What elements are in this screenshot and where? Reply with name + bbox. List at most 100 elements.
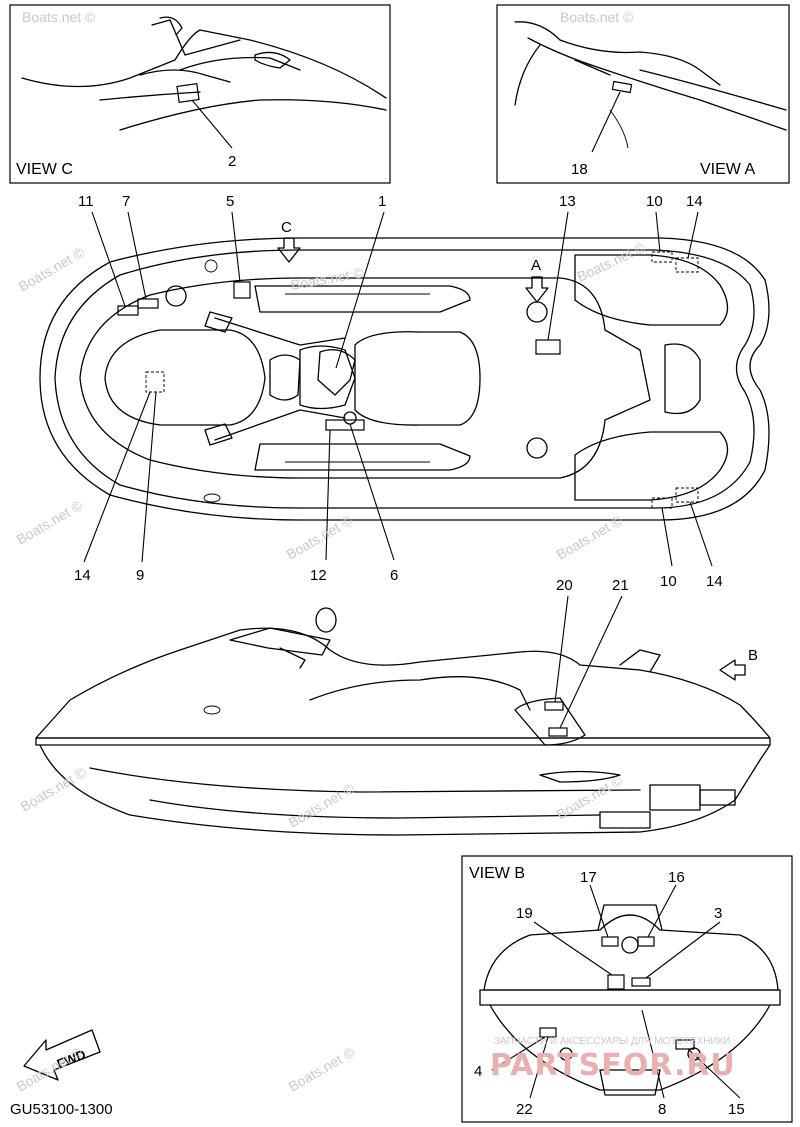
side-step-panel — [514, 697, 586, 746]
view-c-grip — [159, 16, 183, 36]
leader-2 — [191, 99, 233, 149]
deck-outline — [79, 277, 651, 479]
part-number-6: 6 — [390, 567, 398, 584]
arrow-view-b — [719, 659, 746, 681]
side-grab-handle — [619, 649, 661, 673]
part-number-5: 5 — [226, 193, 234, 210]
part-number-19: 19 — [516, 905, 533, 922]
leader-6 — [349, 423, 395, 561]
footwell-right — [254, 443, 471, 471]
hood-outline — [104, 329, 266, 426]
part-number-15: 15 — [728, 1101, 745, 1118]
part-number-21: 21 — [612, 577, 629, 594]
label-10-upper — [651, 251, 673, 263]
leader-19 — [533, 921, 613, 976]
part-number-14-left: 14 — [74, 567, 91, 584]
arrow-label-b: B — [748, 647, 758, 664]
side-upper-hull — [35, 627, 771, 739]
brand-watermark: ЗАПЧАСТИ И АКСЕССУАРЫ ДЛЯ МОТОТЕХНИКИ PA… — [490, 1036, 735, 1083]
label-19 — [607, 974, 625, 990]
watermark: Boats.net © — [14, 497, 86, 548]
fuel-cap — [165, 285, 187, 307]
arrow-label-a: A — [531, 257, 541, 274]
leader-17 — [589, 884, 609, 938]
handlebar-grip-right — [204, 423, 233, 446]
label-14-upper — [675, 257, 699, 273]
part-number-10-lower: 10 — [660, 573, 677, 590]
hull-inner-edge — [54, 249, 755, 509]
side-stern-box — [649, 784, 701, 811]
part-number-2: 2 — [228, 153, 236, 170]
view-b-deck — [483, 914, 779, 991]
view-c-chine — [99, 91, 201, 101]
view-a-panel: 18 VIEW A — [496, 4, 790, 184]
watermarks: Boats.net © Boats.net © Boats.net © Boat… — [14, 9, 649, 1095]
view-b-nozzle — [599, 1069, 661, 1096]
view-c-label-2 — [176, 83, 200, 103]
part-number-11: 11 — [78, 193, 94, 210]
label-11 — [117, 305, 139, 316]
leader-5 — [231, 211, 241, 283]
watermark: Boats.net © — [286, 1044, 358, 1095]
label-17 — [601, 936, 619, 947]
part-number-22: 22 — [516, 1101, 533, 1118]
leader-14-left — [83, 391, 151, 563]
leader-1 — [335, 211, 385, 369]
footwell-ribs — [285, 293, 430, 463]
leader-21 — [559, 595, 623, 729]
label-5 — [233, 281, 251, 299]
label-20 — [544, 701, 564, 711]
label-16 — [637, 936, 655, 947]
part-number-1: 1 — [378, 193, 386, 210]
watermark: Boats.net © — [286, 780, 358, 831]
side-handlebar — [229, 627, 331, 656]
stern-platform-left — [574, 254, 729, 326]
deck-fitting — [204, 259, 218, 273]
watermark: Boats.net © — [290, 264, 366, 293]
watermark: Boats.net © — [14, 1044, 86, 1095]
label-6-part — [343, 411, 357, 425]
handlebar-grip-left — [204, 311, 233, 333]
leader-10-upper — [655, 211, 661, 253]
view-a-title: VIEW A — [700, 161, 755, 178]
view-a-curve — [609, 109, 629, 149]
view-a-frame — [496, 4, 790, 184]
view-c-lower-edge — [119, 99, 387, 131]
watermark: Boats.net © — [575, 239, 649, 285]
view-c-frame — [9, 4, 391, 184]
watermark: Boats.net © — [560, 9, 634, 25]
watermark: Boats.net © — [16, 244, 88, 295]
side-console-line — [279, 647, 306, 669]
view-c-hull-edge — [21, 29, 387, 99]
view-b-center-cap — [621, 936, 639, 954]
arrow-label-c: C — [281, 219, 292, 236]
part-number-8: 8 — [658, 1101, 666, 1118]
view-b-panel: VIEW B 17 16 19 3 4 22 8 15 — [461, 855, 793, 1123]
view-c-deck-line — [179, 56, 301, 71]
leader-14-upper — [687, 211, 699, 259]
view-a-body-line — [514, 44, 541, 106]
leader-20 — [554, 595, 569, 703]
leader-18 — [591, 91, 621, 153]
side-stern-box-2 — [599, 811, 651, 829]
view-a-seat-side — [527, 37, 787, 131]
label-13 — [535, 339, 561, 355]
left-cleat-ring — [526, 301, 548, 323]
leader-13 — [547, 211, 569, 341]
leader-3 — [645, 921, 721, 979]
side-cleat — [203, 705, 221, 715]
seat-rear — [354, 331, 481, 426]
side-gunwale — [35, 737, 771, 746]
part-number-9: 9 — [136, 567, 144, 584]
view-b-seat-back — [597, 904, 663, 931]
view-c-title: VIEW C — [16, 161, 73, 178]
handlebar-left — [214, 317, 346, 346]
leader-9 — [141, 391, 157, 563]
fwd-arrow — [23, 1029, 101, 1081]
side-chine — [89, 767, 641, 793]
label-3 — [631, 977, 651, 987]
steering-console — [317, 349, 356, 396]
leader-15 — [687, 1048, 741, 1099]
leader-22 — [529, 1036, 549, 1099]
part-number-17: 17 — [580, 869, 597, 886]
